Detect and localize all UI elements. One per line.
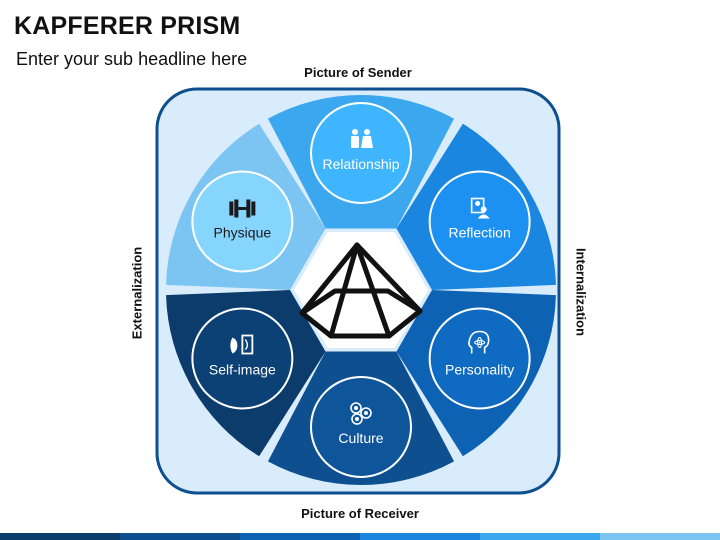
segment-circle	[191, 307, 294, 410]
segment-reflection: Reflection	[428, 170, 531, 273]
segment-label: Culture	[338, 430, 383, 446]
segment-circle	[428, 307, 531, 410]
segment-label: Relationship	[322, 156, 399, 172]
head-atom-icon	[468, 330, 490, 354]
segment-label: Self-image	[209, 362, 276, 378]
top-axis-text: Picture of Sender	[304, 65, 412, 80]
segment-physique: Physique	[191, 170, 294, 273]
dumbbell-icon	[229, 199, 256, 218]
segment-personality: Personality	[428, 307, 531, 410]
pyramid-icon	[299, 242, 423, 339]
page-title: KAPFERER PRISM	[14, 12, 241, 40]
segment-relationship: Relationship	[310, 102, 412, 204]
segment-circles: Relationship Reflection Personality Cult…	[191, 102, 531, 478]
segment-label: Physique	[214, 225, 272, 241]
footer-color-bar	[0, 533, 720, 540]
segment-culture: Culture	[310, 376, 412, 478]
top-axis-label: Picture of Sender	[0, 65, 720, 80]
diverse-faces-icon	[350, 402, 372, 425]
segment-label: Reflection	[449, 225, 511, 241]
segment-label: Personality	[445, 362, 514, 378]
segment-circle	[310, 376, 412, 478]
profile-picture-icon	[470, 197, 490, 219]
segment-circle	[191, 170, 294, 273]
segment-self-image: Self-image	[191, 307, 294, 410]
page-subtitle: Enter your sub headline here	[16, 49, 248, 69]
mirror-icon	[230, 334, 254, 355]
couple-icon	[351, 129, 373, 148]
segment-circle	[310, 102, 412, 204]
segment-circle	[428, 170, 531, 273]
bottom-axis-label: Picture of Receiver	[301, 506, 419, 521]
